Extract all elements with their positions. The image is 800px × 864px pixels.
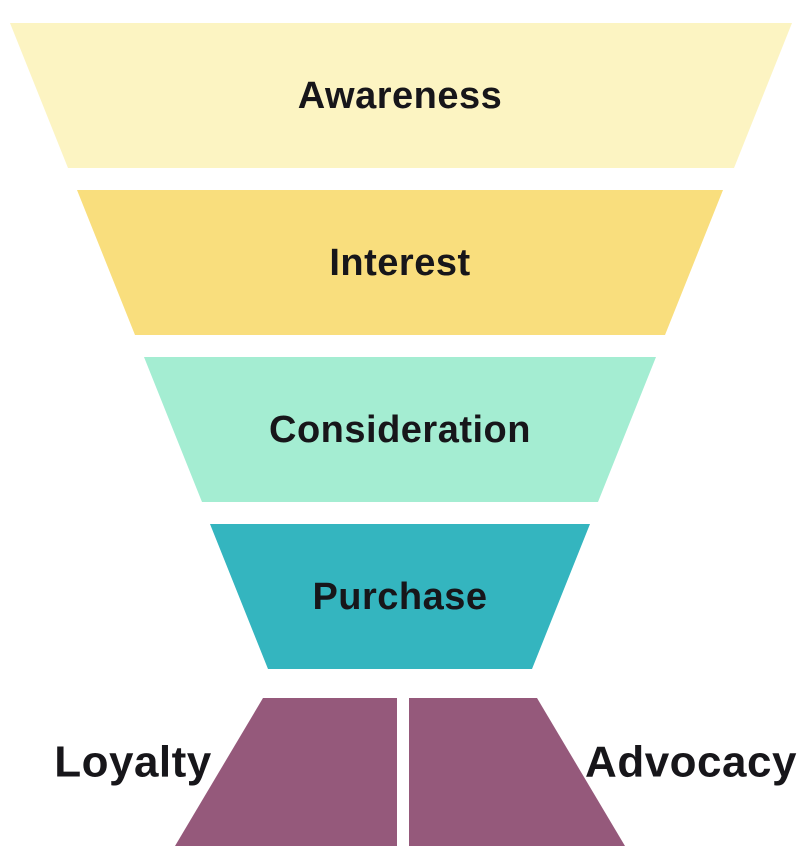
funnel-stage-consideration-shape [144,357,656,502]
funnel-stage-purchase-label: Purchase [312,576,487,618]
funnel-stage-advocacy-shape [409,698,625,846]
funnel-stage-awareness-shape [10,23,792,168]
funnel-stage-awareness-label: Awareness [298,75,502,117]
funnel-stage-loyalty-label: Loyalty [54,738,212,787]
funnel-stage-interest-label: Interest [329,242,470,284]
funnel-stage-interest-shape [77,190,723,335]
funnel-stage-loyalty-shape [175,698,397,846]
funnel-stage-purchase-shape [210,524,590,669]
funnel-stage-consideration-label: Consideration [269,409,531,451]
funnel-stage-advocacy-label: Advocacy [585,738,797,787]
